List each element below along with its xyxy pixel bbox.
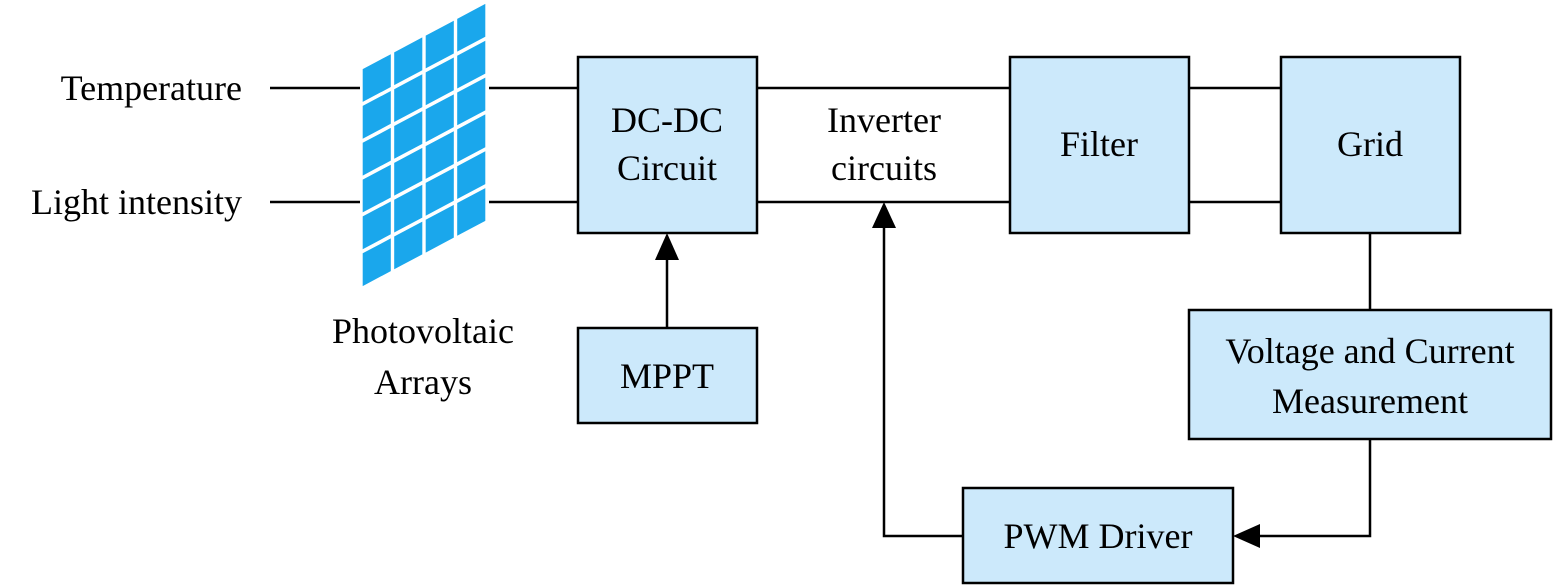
- dcdc-label-line1: DC-DC: [611, 100, 723, 140]
- pv-cell: [425, 57, 454, 106]
- photovoltaic-array-icon: [362, 3, 486, 287]
- measurement-label-line1: Voltage and Current: [1225, 331, 1514, 371]
- pv-cell: [425, 168, 454, 216]
- pv-cell: [394, 184, 423, 233]
- pv-cell: [362, 201, 391, 250]
- pv-array-label-line2: Arrays: [374, 362, 472, 402]
- pv-cell: [457, 151, 486, 199]
- pv-cell: [394, 147, 423, 196]
- dcdc-label-line2: Circuit: [617, 148, 717, 188]
- filter-block: Filter: [1008, 55, 1191, 235]
- measurement-label-line2: Measurement: [1272, 381, 1468, 421]
- pv-cell: [425, 20, 454, 69]
- temperature-label: Temperature: [61, 68, 242, 108]
- pv-cell: [457, 77, 486, 126]
- grid-block: Grid: [1279, 55, 1462, 235]
- light-intensity-label: Light intensity: [31, 182, 242, 222]
- pv-cell: [394, 221, 423, 270]
- pv-cell: [394, 74, 423, 122]
- pv-cell: [394, 111, 423, 159]
- pwm-label: PWM Driver: [1004, 516, 1193, 556]
- pwm-to-inverter-line: [882, 226, 963, 538]
- pv-cell: [362, 238, 391, 287]
- pv-array-label-line1: Photovoltaic: [332, 311, 514, 351]
- pwm-driver-block: PWM Driver: [961, 486, 1235, 585]
- pv-cell: [394, 37, 423, 86]
- grid-label: Grid: [1337, 124, 1403, 164]
- pwm-input-arrowhead: [1233, 524, 1260, 548]
- pv-cell: [362, 54, 391, 102]
- inverter-input-arrowhead: [872, 202, 896, 228]
- dcdc-circuit-block: DC-DC Circuit: [576, 55, 759, 235]
- pv-cell: [457, 114, 486, 163]
- pv-cell: [362, 91, 391, 139]
- inverter-label-line1: Inverter: [827, 100, 941, 140]
- pv-cell: [425, 94, 454, 143]
- pv-cell: [425, 131, 454, 179]
- pv-cell: [362, 164, 391, 213]
- filter-label: Filter: [1060, 124, 1138, 164]
- mppt-block: MPPT: [576, 326, 759, 425]
- inverter-label-line2: circuits: [831, 148, 937, 188]
- pv-cell: [425, 204, 454, 253]
- measurement-to-pwm-line: [1258, 439, 1372, 538]
- mppt-label: MPPT: [620, 356, 714, 396]
- dcdc-input-arrowhead: [655, 233, 679, 260]
- pv-cell: [362, 127, 391, 176]
- pv-cell: [457, 40, 486, 89]
- pv-cell: [457, 188, 486, 236]
- pv-cell: [457, 3, 486, 52]
- measurement-block: Voltage and Current Measurement: [1187, 308, 1553, 441]
